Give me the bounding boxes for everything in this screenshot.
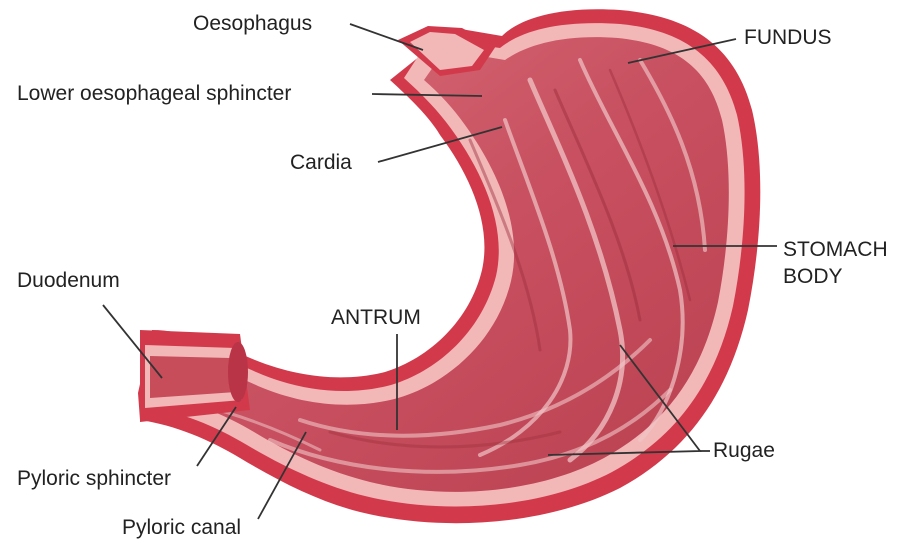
label-stomach-body-line2: BODY (783, 266, 843, 287)
label-pyloric-sphincter: Pyloric sphincter (17, 468, 171, 489)
label-duodenum: Duodenum (17, 270, 120, 291)
label-antrum: ANTRUM (331, 307, 421, 328)
label-pyloric-canal: Pyloric canal (122, 517, 241, 538)
label-lower-oesophageal-sphincter: Lower oesophageal sphincter (17, 83, 291, 104)
duodenum-lumen (150, 356, 236, 398)
label-cardia: Cardia (290, 152, 352, 173)
label-oesophagus: Oesophagus (193, 13, 312, 34)
label-fundus: FUNDUS (744, 27, 832, 48)
label-stomach-body-line1: STOMACH (783, 239, 888, 260)
pyloric-sphincter-ring (228, 342, 248, 402)
label-rugae: Rugae (713, 440, 775, 461)
